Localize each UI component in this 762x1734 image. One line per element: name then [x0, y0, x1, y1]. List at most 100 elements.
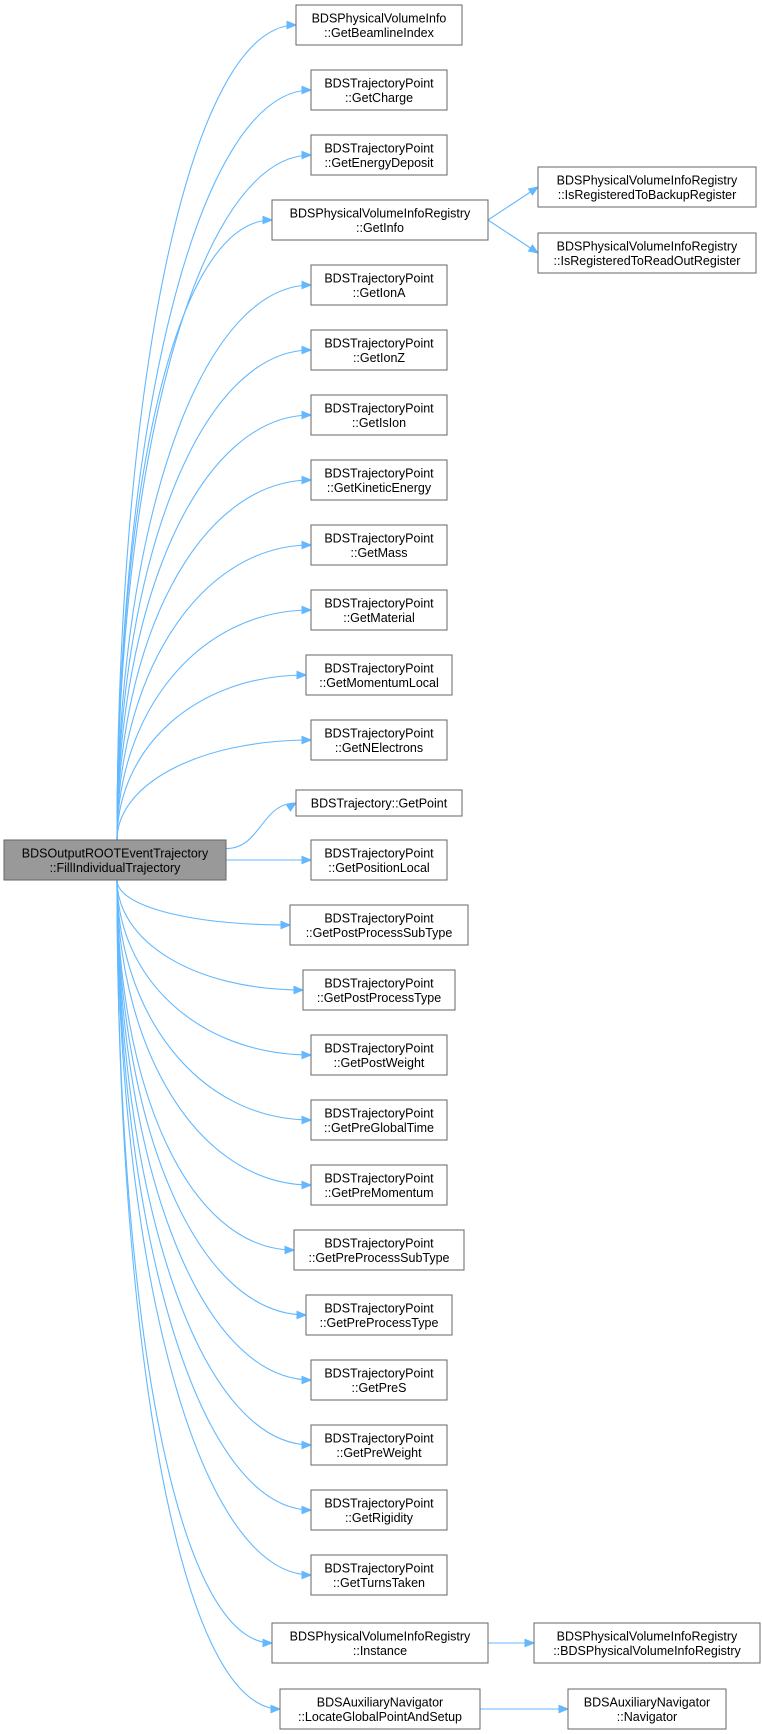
- node-label-line: BDSTrajectoryPoint: [324, 976, 434, 990]
- function-node[interactable]: BDSTrajectoryPoint::GetPreMomentum: [310, 1164, 448, 1206]
- node-label-line: ::GetNElectrons: [335, 741, 423, 755]
- node-label-line: ::GetCharge: [345, 91, 413, 105]
- arrowhead-root-to-n12: [301, 735, 313, 745]
- node-box: [310, 839, 448, 881]
- edge-root-to-n7: [116, 414, 312, 841]
- function-node[interactable]: BDSTrajectoryPoint::GetIonZ: [310, 329, 448, 371]
- function-node[interactable]: BDSTrajectoryPoint::GetPreGlobalTime: [310, 1099, 448, 1141]
- node-box: [310, 589, 448, 631]
- nodes-layer: BDSOutputROOTEventTrajectory::FillIndivi…: [3, 4, 761, 1730]
- node-label-line: BDSOutputROOTEventTrajectory: [22, 846, 209, 860]
- node-label-line: ::GetTurnsTaken: [333, 1576, 425, 1590]
- function-node[interactable]: BDSTrajectoryPoint::GetMass: [310, 524, 448, 566]
- edge-root-to-n27: [116, 879, 281, 1710]
- function-node[interactable]: BDSTrajectoryPoint::GetCharge: [310, 69, 448, 111]
- arrowhead-root-to-n19: [301, 1180, 313, 1190]
- arrowhead-root-to-n27: [270, 1704, 282, 1714]
- arrowhead-root-to-n23: [301, 1440, 313, 1450]
- node-label-line: BDSTrajectoryPoint: [324, 141, 434, 155]
- node-label-line: ::GetMaterial: [343, 611, 415, 625]
- edge-root-to-n21: [116, 879, 307, 1316]
- node-label-line: BDSTrajectoryPoint: [324, 1236, 434, 1250]
- edge-root-to-n25: [116, 879, 312, 1576]
- function-node[interactable]: BDSTrajectoryPoint::GetPreProcessSubType: [293, 1229, 465, 1271]
- edge-root-to-n12: [116, 739, 312, 841]
- function-node[interactable]: BDSTrajectoryPoint::GetPreS: [310, 1359, 448, 1401]
- edge-root-to-n24: [116, 879, 312, 1511]
- arrowhead-root-to-n21: [296, 1310, 308, 1320]
- function-node[interactable]: BDSTrajectoryPoint::GetPostProcessType: [302, 969, 456, 1011]
- node-label-line: BDSTrajectoryPoint: [324, 1171, 434, 1185]
- function-node[interactable]: BDSTrajectoryPoint::GetTurnsTaken: [310, 1554, 448, 1596]
- node-label-line: BDSTrajectory::GetPoint: [311, 797, 448, 811]
- function-node[interactable]: BDSTrajectoryPoint::GetPositionLocal: [310, 839, 448, 881]
- node-label-line: BDSTrajectoryPoint: [324, 1431, 434, 1445]
- node-label-line: ::IsRegisteredToBackupRegister: [558, 188, 737, 202]
- function-node[interactable]: BDSTrajectoryPoint::GetPreWeight: [310, 1424, 448, 1466]
- node-label-line: ::GetMass: [351, 546, 408, 560]
- function-node[interactable]: BDSPhysicalVolumeInfoRegistry::BDSPhysic…: [533, 1622, 761, 1664]
- node-label-line: BDSPhysicalVolumeInfo: [312, 11, 447, 25]
- arrowhead-root-to-n9: [301, 540, 313, 550]
- function-node[interactable]: BDSAuxiliaryNavigator::Navigator: [567, 1688, 727, 1730]
- node-label-line: ::Navigator: [617, 1710, 677, 1724]
- node-box: [310, 459, 448, 501]
- node-box: [310, 69, 448, 111]
- arrowhead-root-to-n14: [301, 855, 313, 865]
- function-node[interactable]: BDSTrajectoryPoint::GetMaterial: [310, 589, 448, 631]
- arrowhead-root-to-n18: [301, 1115, 313, 1125]
- function-node[interactable]: BDSTrajectoryPoint::GetKineticEnergy: [310, 459, 448, 501]
- node-label-line: ::GetPreWeight: [336, 1446, 422, 1460]
- arrowhead-root-to-n24: [301, 1505, 313, 1515]
- function-node[interactable]: BDSAuxiliaryNavigator::LocateGlobalPoint…: [279, 1688, 481, 1730]
- function-node[interactable]: BDSPhysicalVolumeInfoRegistry::IsRegiste…: [537, 166, 757, 208]
- edge-root-to-n26: [116, 879, 273, 1644]
- node-label-line: BDSTrajectoryPoint: [324, 271, 434, 285]
- node-box: [279, 1688, 481, 1730]
- function-node[interactable]: BDSTrajectoryPoint::GetIsIon: [310, 394, 448, 436]
- node-label-line: BDSPhysicalVolumeInfoRegistry: [557, 239, 738, 253]
- arrowhead-n27-to-n27a: [558, 1704, 570, 1714]
- function-node[interactable]: BDSPhysicalVolumeInfoRegistry::IsRegiste…: [537, 232, 757, 274]
- arrowhead-root-to-n7: [301, 410, 313, 420]
- function-node[interactable]: BDSPhysicalVolumeInfoRegistry::GetInfo: [271, 199, 489, 241]
- function-node[interactable]: BDSTrajectoryPoint::GetEnergyDeposit: [310, 134, 448, 176]
- edge-root-to-n3: [116, 154, 312, 841]
- function-node[interactable]: BDSTrajectoryPoint::GetPostWeight: [310, 1034, 448, 1076]
- node-label-line: BDSTrajectoryPoint: [324, 1106, 434, 1120]
- node-label-line: ::GetPreMomentum: [324, 1186, 433, 1200]
- arrowhead-root-to-n4: [262, 215, 274, 225]
- node-box: [533, 1622, 761, 1664]
- function-node[interactable]: BDSTrajectoryPoint::GetPostProcessSubTyp…: [289, 904, 469, 946]
- edge-root-to-n13: [225, 802, 297, 850]
- node-box: [293, 1229, 465, 1271]
- node-label-line: ::GetPreS: [352, 1381, 407, 1395]
- node-label-line: BDSTrajectoryPoint: [324, 401, 434, 415]
- edge-root-to-n20: [116, 879, 295, 1251]
- edge-root-to-n19: [116, 879, 312, 1186]
- function-node[interactable]: BDSTrajectoryPoint::GetIonA: [310, 264, 448, 306]
- arrowhead-root-to-n3: [301, 150, 313, 160]
- node-label-line: ::FillIndividualTrajectory: [50, 861, 182, 875]
- node-label-line: BDSTrajectoryPoint: [324, 1301, 434, 1315]
- node-label-line: ::GetPostWeight: [334, 1056, 425, 1070]
- function-node[interactable]: BDSTrajectoryPoint::GetPreProcessType: [305, 1294, 453, 1336]
- node-box: [271, 1622, 489, 1664]
- node-box: [567, 1688, 727, 1730]
- node-label-line: BDSPhysicalVolumeInfoRegistry: [290, 1629, 471, 1643]
- arrowhead-root-to-n6: [301, 345, 313, 355]
- node-label-line: ::GetKineticEnergy: [327, 481, 432, 495]
- arrowhead-root-to-n17: [301, 1050, 313, 1060]
- function-node[interactable]: BDSTrajectoryPoint::GetNElectrons: [310, 719, 448, 761]
- node-label-line: ::GetRigidity: [345, 1511, 414, 1525]
- node-box: [310, 1554, 448, 1596]
- function-node[interactable]: BDSPhysicalVolumeInfoRegistry::Instance: [271, 1622, 489, 1664]
- function-node[interactable]: BDSTrajectoryPoint::GetMomentumLocal: [305, 654, 453, 696]
- node-box: [537, 232, 757, 274]
- arrowhead-root-to-n26: [262, 1638, 274, 1648]
- node-label-line: ::GetPreProcessType: [320, 1316, 439, 1330]
- function-node[interactable]: BDSTrajectory::GetPoint: [295, 789, 463, 817]
- function-node[interactable]: BDSTrajectoryPoint::GetRigidity: [310, 1489, 448, 1531]
- function-node[interactable]: BDSPhysicalVolumeInfo::GetBeamlineIndex: [295, 4, 463, 46]
- node-label-line: BDSAuxiliaryNavigator: [317, 1695, 443, 1709]
